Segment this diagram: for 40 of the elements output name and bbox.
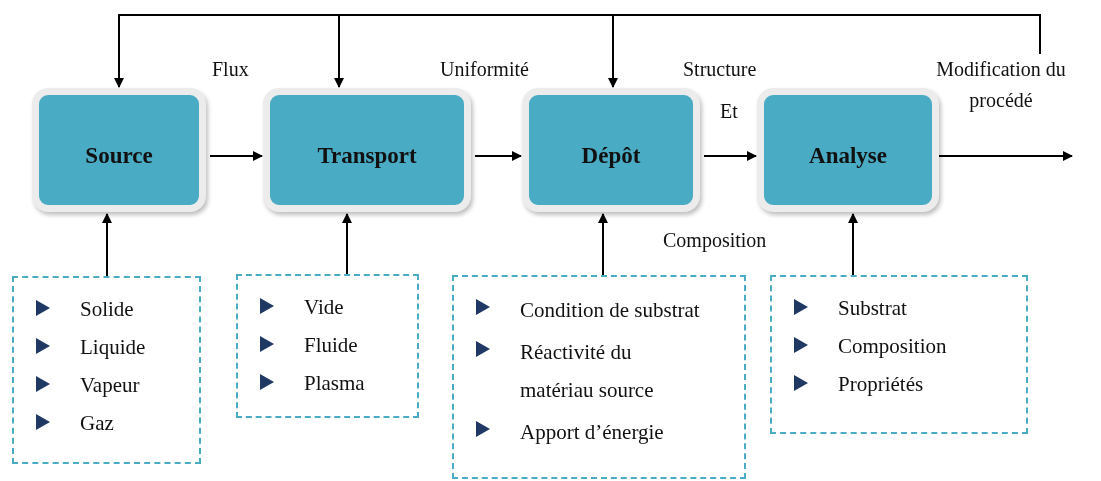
arrow <box>938 151 1073 161</box>
flow-label: Composition <box>663 229 767 252</box>
list-item-text: Propriétés <box>838 371 924 398</box>
dashed-list-box <box>452 275 746 479</box>
arrow <box>598 213 608 276</box>
arrow <box>474 151 522 161</box>
process-box <box>757 88 939 212</box>
box-title: Transport <box>317 143 417 169</box>
list-item-text: Solide <box>80 296 134 323</box>
flow-label: Structure <box>683 58 757 81</box>
flow-label: Uniformité <box>440 58 529 81</box>
list-item-text: Liquide <box>80 334 146 361</box>
list-item-text: Réactivité du matériau source <box>520 339 655 404</box>
dashed-list-box <box>236 274 419 418</box>
process-box <box>32 88 206 212</box>
list-item-text: Composition <box>838 333 947 360</box>
box-title: Analyse <box>809 143 887 169</box>
list-item-text: Substrat <box>838 295 907 322</box>
arrow <box>209 151 263 161</box>
flow-label: Flux <box>212 58 249 81</box>
list-item-text: Condition de substrat <box>520 297 700 324</box>
list-item-text: Apport d’énergie <box>520 419 664 446</box>
flow-label: Et <box>720 100 738 123</box>
box-title: Source <box>85 143 153 169</box>
list-item-text: Gaz <box>80 410 114 437</box>
list-item-text: Plasma <box>304 370 365 397</box>
dashed-list-box <box>12 276 201 464</box>
arrow <box>848 213 858 276</box>
list-item-text: Vide <box>304 294 344 321</box>
box-title: Dépôt <box>581 143 641 169</box>
process-box <box>522 88 700 212</box>
list-item-text: Vapeur <box>80 372 140 399</box>
dashed-list-box <box>770 275 1028 434</box>
arrow <box>102 213 112 277</box>
process-box <box>263 88 471 212</box>
note-text: Modification du procédé <box>936 58 1066 111</box>
list-item-text: Fluide <box>304 332 358 359</box>
arrow <box>608 14 1041 88</box>
arrow <box>703 151 757 161</box>
arrow <box>342 213 352 275</box>
